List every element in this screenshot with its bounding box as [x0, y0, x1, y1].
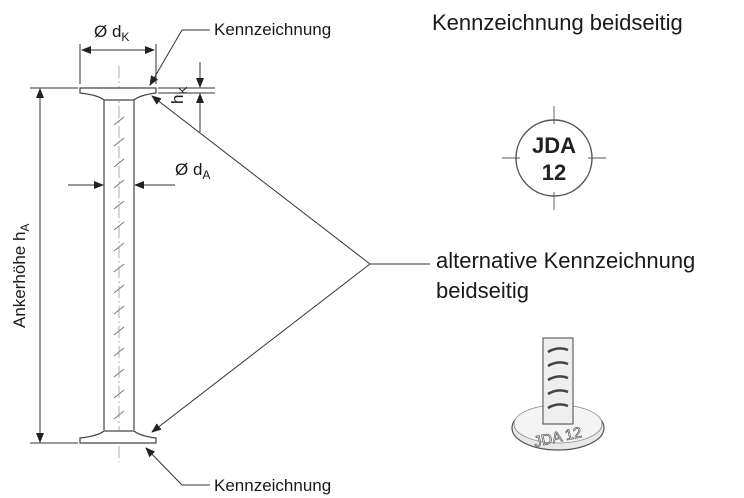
ha-text: Ankerhöhe h — [10, 231, 29, 328]
alt-marking-line1: alternative Kennzeichnung — [436, 248, 696, 273]
marking-both-sides-title: Kennzeichnung beidseitig — [432, 10, 683, 35]
stamp-symbol — [502, 106, 606, 210]
bottom-head — [79, 430, 157, 444]
alt-marking-illustration: JDA 12 — [511, 337, 605, 451]
da-symbol: Ø d — [175, 160, 203, 179]
hk-symbol: h — [168, 94, 187, 104]
stamp-line2: 12 — [542, 160, 566, 185]
dk-symbol: Ø d — [94, 22, 122, 41]
hk-dimension — [158, 62, 215, 132]
ha-subscript: A — [18, 223, 32, 232]
dk-label: Ø dK — [94, 22, 130, 44]
dk-subscript: K — [121, 30, 130, 44]
top-head — [79, 87, 157, 101]
hk-subscript: K — [176, 86, 190, 95]
alt-marking-line2: beidseitig — [436, 278, 529, 303]
ha-dimension — [30, 87, 78, 444]
leader-lines — [145, 29, 430, 486]
hk-label: hK — [168, 86, 190, 104]
da-subscript: A — [202, 168, 211, 182]
ha-label: Ankerhöhe hA — [10, 223, 32, 328]
marking-top-label: Kennzeichnung — [214, 20, 332, 39]
stamp-line1: JDA — [532, 133, 576, 158]
dk-dimension — [79, 44, 157, 84]
marking-bottom-label: Kennzeichnung — [214, 476, 332, 495]
da-label: Ø dA — [175, 160, 211, 182]
anchor-shaft — [103, 97, 135, 430]
